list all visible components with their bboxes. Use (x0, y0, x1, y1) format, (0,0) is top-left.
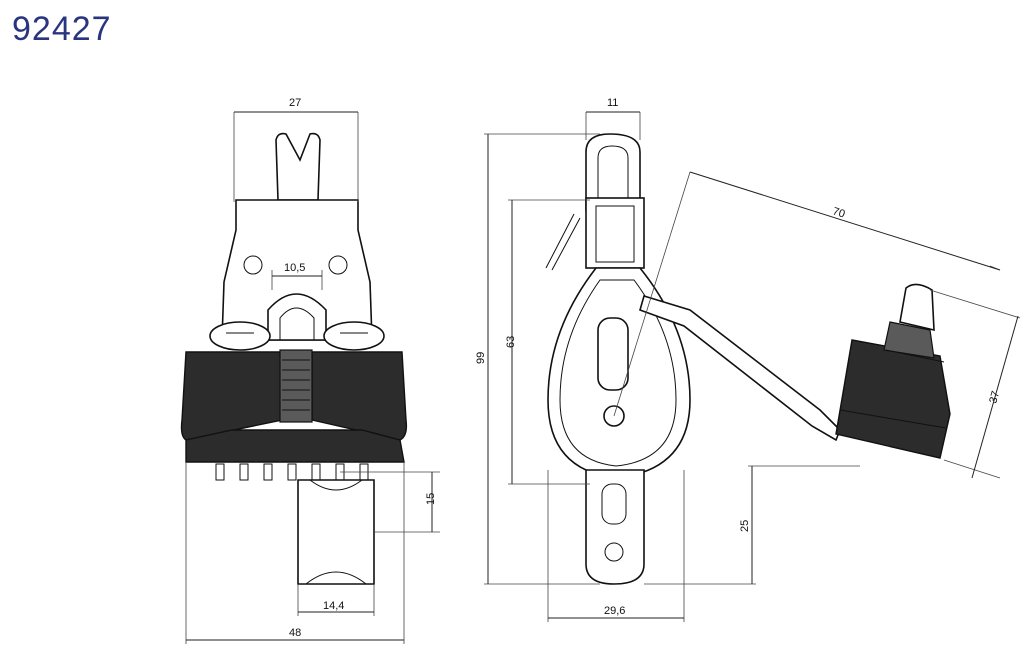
front-fairlead (267, 293, 327, 341)
side-swivel (585, 197, 645, 269)
front-view (180, 132, 408, 585)
front-screw-left (209, 321, 271, 351)
front-base (185, 429, 405, 463)
dim-sheave-width: 14,4 (323, 600, 344, 612)
dim-base-width: 48 (289, 627, 301, 639)
front-dimensions: 27 10,5 15 14,4 48 (185, 97, 440, 644)
dim-cleat-height: 37 (987, 390, 1002, 405)
side-shackle (585, 133, 641, 211)
side-view (545, 133, 951, 585)
side-cleat-cap (883, 321, 935, 359)
dim-side-top: 11 (607, 97, 618, 109)
front-cleat-body (180, 351, 283, 441)
dim-top-width: 27 (289, 97, 301, 109)
dim-body-height: 63 (505, 336, 517, 348)
dim-lower-height: 25 (739, 520, 751, 532)
side-slot (597, 317, 629, 391)
side-pin (545, 213, 581, 271)
front-sheave (297, 479, 375, 585)
side-cleat-fairlead (899, 283, 935, 332)
side-tang (585, 469, 645, 585)
front-screw-right (323, 321, 385, 351)
front-shackle (275, 132, 321, 201)
dim-total-height: 99 (475, 352, 487, 364)
side-dimensions: 11 99 63 29,6 70 37 25 (475, 97, 1021, 622)
dim-sheave-height: 15 (425, 493, 437, 505)
front-cam-jaws (279, 349, 313, 423)
dim-slot-width: 10,5 (284, 262, 305, 274)
dim-body-width: 29,6 (604, 605, 625, 617)
dim-arm-length: 70 (831, 205, 846, 220)
side-arm (639, 294, 841, 442)
front-cleat-body-right (311, 351, 408, 441)
part-number-title: 92427 (12, 10, 112, 48)
